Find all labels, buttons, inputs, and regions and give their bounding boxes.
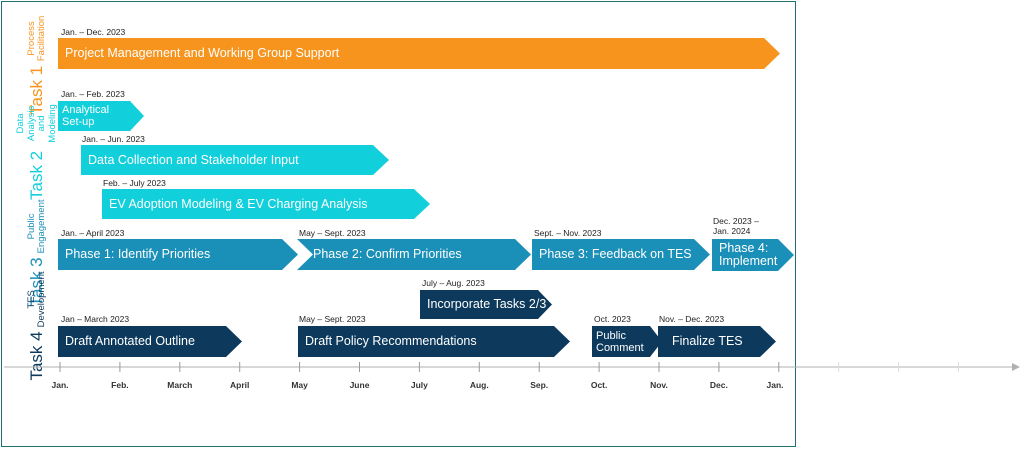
bar-draft-outline: Draft Annotated Outline — [58, 326, 242, 357]
bar-analytical-setup: Analytical Set-up — [58, 101, 144, 131]
bar-phase-3: Phase 3: Feedback on TES — [532, 239, 710, 270]
axis-month-label: June — [349, 380, 370, 390]
bar-project-management: Project Management and Working Group Sup… — [58, 38, 780, 69]
bar-label: Public Comment — [596, 329, 644, 354]
bar-date-draft-policy: May – Sept. 2023 — [299, 314, 366, 324]
bar-label: Incorporate Tasks 2/3 — [427, 297, 547, 311]
axis-ticks — [59, 362, 959, 372]
bar-date-phase-1: Jan. – April 2023 — [61, 228, 125, 238]
timeline-frame — [1, 1, 796, 447]
bar-date-project-management: Jan. – Dec. 2023 — [61, 27, 126, 37]
bar-phase-2: Phase 2: Confirm Priorities — [297, 239, 531, 270]
axis-month-label: May — [291, 380, 308, 390]
bar-data-collection: Data Collection and Stakeholder Input — [81, 145, 389, 175]
axis-month-label: Aug. — [469, 380, 489, 390]
bar-date-data-collection: Jan. – Jun. 2023 — [82, 134, 145, 144]
bar-date-phase-3: Sept. – Nov. 2023 — [534, 228, 602, 238]
bar-label: Phase 2: Confirm Priorities — [313, 247, 462, 261]
bar-label: Draft Policy Recommendations — [305, 334, 477, 348]
bar-label: EV Adoption Modeling & EV Charging Analy… — [109, 196, 368, 211]
axis-month-label: Sep. — [530, 380, 549, 390]
axis-month-label: Jan. — [51, 380, 69, 390]
bar-incorporate-tasks: Incorporate Tasks 2/3 — [420, 290, 552, 319]
bar-public-comment: Public Comment — [592, 326, 662, 357]
axis-arrow-icon — [1012, 363, 1020, 371]
bar-label: Data Collection and Stakeholder Input — [88, 152, 299, 167]
bar-finalize-tes: Finalize TES — [658, 326, 776, 357]
axis-month-label: Jan. — [766, 380, 784, 390]
bar-phase-4: Phase 4: Implement — [712, 239, 794, 271]
bar-ev-adoption: EV Adoption Modeling & EV Charging Analy… — [102, 189, 430, 219]
bar-date-phase-4: Dec. 2023 – Jan. 2024 — [713, 216, 759, 236]
axis-month-label: March — [167, 380, 193, 390]
axis-month-label: Dec. — [709, 380, 728, 390]
bar-draft-policy: Draft Policy Recommendations — [298, 326, 570, 357]
bar-date-ev-adoption: Feb. – July 2023 — [103, 178, 166, 188]
bar-label: Draft Annotated Outline — [65, 334, 195, 348]
axis-month-label: Oct. — [590, 380, 608, 390]
bar-label: Phase 1: Identify Priorities — [65, 247, 211, 261]
bar-date-incorporate-tasks: July – Aug. 2023 — [422, 278, 485, 288]
bar-label: Phase 4: Implement — [719, 241, 778, 268]
bar-date-public-comment: Oct. 2023 — [594, 314, 631, 324]
bar-date-analytical-setup: Jan. – Feb. 2023 — [61, 89, 125, 99]
bar-date-phase-2: May – Sept. 2023 — [299, 228, 366, 238]
axis-month-label: April — [230, 380, 250, 390]
bar-label: Finalize TES — [672, 334, 743, 348]
axis-month-label: Nov. — [650, 380, 668, 390]
bar-label: Analytical Set-up — [62, 104, 110, 128]
bar-label: Phase 3: Feedback on TES — [539, 247, 692, 261]
axis-month-label: July — [410, 380, 428, 390]
bar-phase-1: Phase 1: Identify Priorities — [58, 239, 298, 270]
bar-label: Project Management and Working Group Sup… — [65, 46, 340, 60]
bar-date-finalize-tes: Nov. – Dec. 2023 — [659, 314, 725, 324]
axis-month-label: Feb. — [111, 380, 129, 390]
bar-date-draft-outline: Jan – March 2023 — [61, 314, 130, 324]
